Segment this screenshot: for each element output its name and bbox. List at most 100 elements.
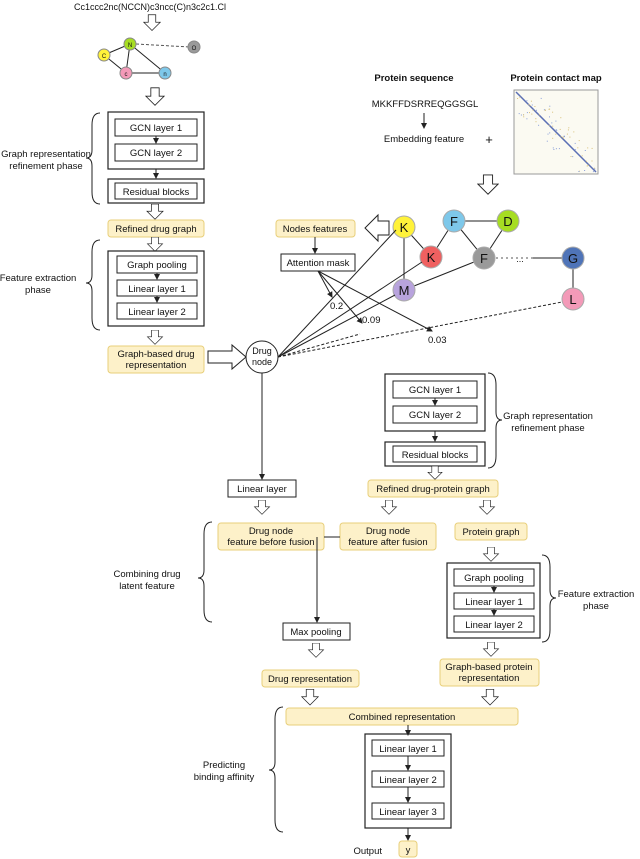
linear-2-left	[116, 302, 198, 320]
graph-pooling-right-label: Graph pooling	[464, 573, 524, 584]
contact-map-dot	[568, 127, 570, 129]
node-label: F	[450, 214, 458, 229]
protein-repr-label-2: representation	[459, 673, 520, 684]
protein-contact-map-title: Protein contact map	[510, 73, 602, 84]
linear-1-predict-label: Linear layer 1	[379, 744, 437, 755]
linear-1-left-label: Linear layer 1	[128, 284, 186, 295]
contact-map-dot	[549, 116, 550, 118]
down-arrow	[147, 330, 163, 345]
max-pooling	[282, 622, 351, 641]
atom-label: n	[163, 72, 166, 78]
linear-2-right	[453, 615, 535, 633]
drug-node-label-2: node	[252, 357, 272, 367]
contact-map-dot	[560, 136, 562, 138]
contact-map-dot	[526, 100, 528, 102]
contact-map-dot	[593, 167, 595, 169]
node-label: D	[503, 214, 512, 229]
after-fusion-label-2: feature after fusion	[348, 537, 427, 548]
contact-map-dot	[587, 147, 589, 149]
contact-map-dot	[529, 105, 531, 107]
down-arrow	[143, 14, 161, 31]
contact-map-dot	[548, 108, 550, 110]
contact-map-dot	[551, 122, 553, 124]
down-arrow	[427, 466, 443, 480]
after-fusion-label: Drug node	[366, 526, 410, 537]
contact-map-dot	[540, 97, 542, 99]
phase-predict: Predicting	[203, 760, 245, 771]
gcn-layer-1-left-label: GCN layer 1	[130, 123, 182, 134]
contact-map-dot	[586, 165, 588, 167]
down-arrow	[145, 87, 165, 106]
ellipsis: ...	[516, 254, 524, 264]
contact-map-dot	[547, 133, 549, 135]
phase-extract-left: Feature extraction	[0, 273, 76, 284]
gcn-layer-2-left-label: GCN layer 2	[130, 148, 182, 159]
contact-map-dot	[591, 147, 593, 149]
phase-extract-left-2: phase	[25, 285, 51, 296]
linear-2-predict-label: Linear layer 2	[379, 775, 437, 786]
linear-layer-fusion	[227, 479, 297, 498]
contact-map-dot	[555, 129, 557, 131]
atom-label: O	[192, 46, 197, 52]
phase-combining-2: latent feature	[119, 581, 174, 592]
right-arrow	[207, 343, 247, 371]
node-m-purple	[392, 278, 416, 302]
atom-label: N	[128, 43, 132, 49]
drug-repr-label: Graph-based drug	[117, 349, 194, 360]
phase-combining: Combining drug	[113, 569, 180, 580]
drug-representation-label: Drug representation	[268, 674, 352, 685]
attention-mask-label: Attention mask	[287, 258, 350, 269]
node-label: M	[399, 283, 410, 298]
contact-map-dot	[563, 135, 565, 137]
contact-map-dot	[549, 108, 551, 110]
node-f-gray	[472, 246, 496, 270]
down-arrow	[381, 500, 397, 515]
contact-map-dot	[586, 160, 587, 162]
drug-repr-label-2: representation	[126, 360, 187, 371]
node-k-yellow	[392, 215, 416, 239]
phase-refine-right: Graph representation	[503, 411, 593, 422]
attention-weight-1: 0.2	[330, 301, 343, 312]
node-label: L	[569, 292, 576, 307]
max-pooling-label: Max pooling	[290, 627, 341, 638]
contact-map-dot	[572, 156, 574, 158]
node-label: F	[480, 251, 488, 266]
contact-map-dot	[531, 113, 533, 115]
contact-map-dot	[544, 110, 546, 111]
phase-extract-right: Feature extraction	[558, 589, 635, 600]
contact-map-dot	[538, 124, 540, 126]
linear-layer-fusion-label: Linear layer	[237, 484, 287, 495]
output-y-label: y	[406, 845, 411, 856]
protein-graph: K F D K F G M L ...	[392, 209, 585, 311]
attention-weight-2: 0.09	[362, 315, 381, 326]
smiles-text: Cc1ccc2nc(NCCN)c3ncc(C)n3c2c1.Cl	[74, 2, 226, 12]
contact-map-dot	[552, 111, 554, 113]
contact-map-dot	[581, 155, 583, 157]
contact-map-dot	[567, 129, 569, 131]
contact-map-dot	[559, 128, 561, 130]
contact-map-dot	[531, 104, 533, 106]
linear-1-right-label: Linear layer 1	[465, 597, 523, 608]
contact-map-dot	[530, 100, 532, 102]
down-arrow	[481, 689, 499, 706]
contact-map-dot	[520, 114, 522, 116]
node-k-red	[419, 245, 443, 269]
contact-map-dot	[584, 170, 586, 171]
contact-map-dot	[560, 117, 562, 119]
combined-representation-label: Combined representation	[349, 712, 456, 723]
residual-blocks-left	[114, 182, 198, 200]
embedding-feature: Embedding feature	[384, 134, 464, 145]
contact-map-dot	[556, 129, 558, 131]
residual-blocks-left-label: Residual blocks	[123, 187, 190, 198]
contact-map-dot	[528, 104, 530, 106]
contact-map-dot	[526, 112, 528, 114]
protein-graph-label: Protein graph	[462, 527, 519, 538]
contact-map-dot	[578, 140, 580, 142]
gcn-layer-1-right-label: GCN layer 1	[409, 385, 461, 396]
contact-map	[513, 89, 599, 175]
phase-refine-left: Graph representation	[1, 149, 91, 160]
molecule-graph: C N O c n	[97, 37, 201, 80]
contact-map-dot	[543, 109, 545, 111]
contact-map-dot	[562, 137, 564, 139]
contact-map-dot	[552, 137, 554, 139]
